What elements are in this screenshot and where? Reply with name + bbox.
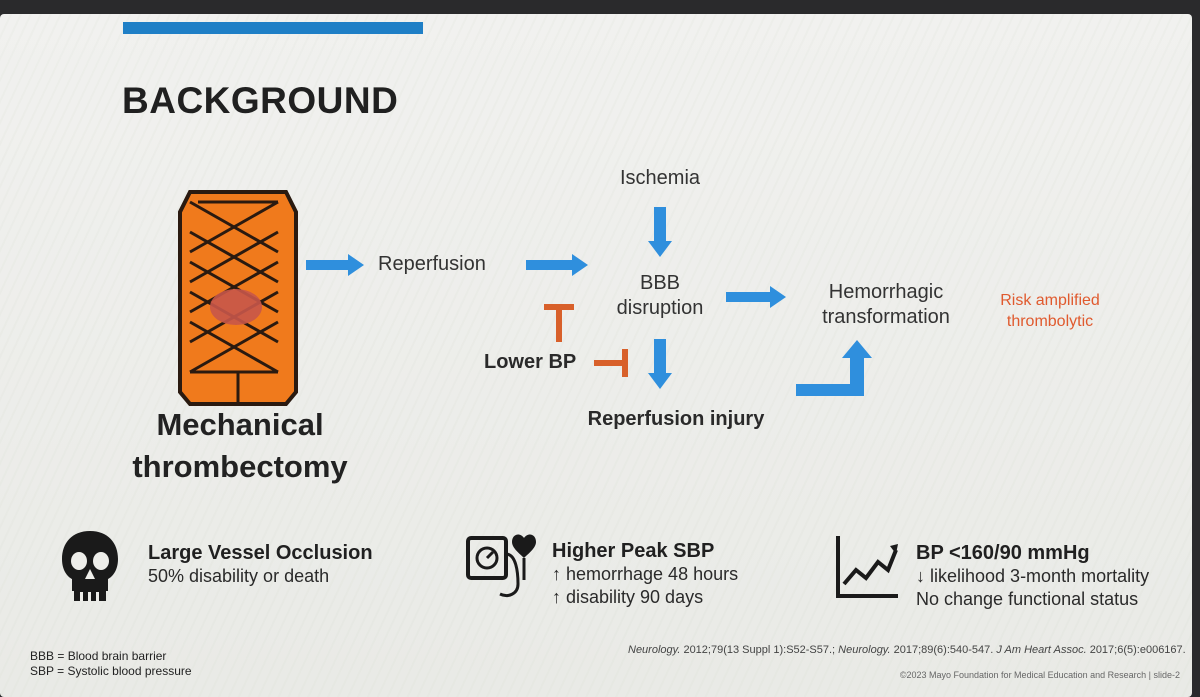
references: Neurology. 2012;79(13 Suppl 1):S52-S57.;…: [628, 644, 1186, 656]
down-arrow-icon: [648, 339, 672, 389]
fact-title: BP <160/90 mmHg: [916, 542, 1090, 564]
copyright: ©2023 Mayo Foundation for Medical Educat…: [899, 670, 1180, 680]
abbreviations: BBB = Blood brain barrier SBP = Systolic…: [30, 649, 270, 679]
bbb-disruption-node: BBB disruption: [616, 272, 704, 319]
inhibition-t-icon: [544, 304, 574, 342]
fact-line: 50% disability or death: [148, 566, 330, 586]
blood-pressure-monitor-icon: [466, 534, 536, 598]
footnote: SBP = Systolic blood pressure: [30, 664, 192, 678]
fact-large-vessel-occlusion: Large Vessel Occlusion 50% disability or…: [148, 542, 448, 588]
fact-bp-target: BP <160/90 mmHg ↓ likelihood 3-month mor…: [916, 542, 1186, 611]
skull-icon: [62, 531, 118, 601]
hemorrhagic-transformation-node: Hemorrhagic transformation: [822, 281, 950, 328]
down-arrow-icon: [648, 207, 672, 257]
right-arrow-icon: [526, 254, 588, 276]
fact-line: ↑ disability 90 days: [552, 587, 704, 607]
reperfusion-injury-node: Reperfusion injury: [587, 408, 765, 430]
right-arrow-icon: [726, 286, 786, 308]
mechanical-thrombectomy-label: Mechanical thrombectomy: [132, 407, 348, 484]
elbow-up-arrow-icon: [796, 340, 872, 396]
right-arrow-icon: [306, 254, 364, 276]
inhibition-bar-icon: [594, 349, 628, 377]
fact-title: Higher Peak SBP: [552, 540, 715, 562]
footnote: BBB = Blood brain barrier: [30, 649, 167, 663]
slide-accent-bar: [123, 22, 423, 34]
stent-thrombus-icon: [178, 190, 298, 406]
fact-higher-peak-sbp: Higher Peak SBP ↑ hemorrhage 48 hours ↑ …: [552, 540, 832, 609]
slide-title: BACKGROUND: [122, 80, 399, 121]
fact-line: No change functional status: [916, 589, 1139, 609]
ischemia-node: Ischemia: [619, 167, 701, 189]
risk-note: Risk amplified thrombolytic: [1000, 292, 1100, 330]
reperfusion-node: Reperfusion: [378, 253, 486, 275]
fact-title: Large Vessel Occlusion: [148, 542, 373, 564]
trend-chart-icon: [836, 536, 898, 598]
slide: BACKGROUND Mechanical thrombectomy Reper…: [0, 14, 1192, 697]
fact-line: ↓ likelihood 3-month mortality: [916, 566, 1150, 586]
lower-bp-node: Lower BP: [484, 351, 577, 373]
fact-line: ↑ hemorrhage 48 hours: [552, 564, 739, 584]
